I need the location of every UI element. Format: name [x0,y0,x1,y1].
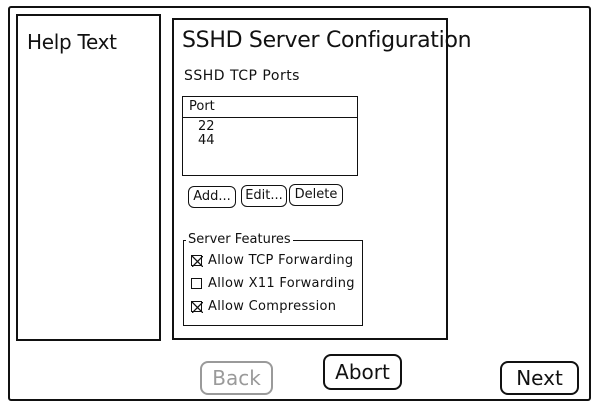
compression-checkbox[interactable] [191,301,203,313]
checked-mark-icon [192,302,203,313]
x11-forwarding-checkbox[interactable] [191,278,202,289]
help-panel: Help Text [16,14,161,341]
ports-list: 22 44 [183,118,357,148]
help-title: Help Text [27,30,117,54]
next-button[interactable]: Next [500,361,579,395]
wizard-window [8,6,591,401]
edit-port-button[interactable]: Edit... [241,185,287,207]
tcp-forwarding-label: Allow TCP Forwarding [208,253,354,268]
tcp-forwarding-checkbox[interactable] [191,255,203,267]
page-title: SSHD Server Configuration [182,28,472,53]
server-features-legend: Server Features [186,232,293,247]
allow-x11-forwarding-option[interactable]: Allow X11 Forwarding [191,276,355,294]
back-button[interactable]: Back [200,361,273,395]
ports-table[interactable]: Port 22 44 [182,96,358,176]
add-port-button[interactable]: Add... [188,186,236,208]
table-row[interactable]: 22 [198,119,215,134]
allow-tcp-forwarding-option[interactable]: Allow TCP Forwarding [191,253,353,271]
abort-button[interactable]: Abort [323,354,402,390]
ports-label: SSHD TCP Ports [184,68,300,84]
delete-port-button[interactable]: Delete [289,184,343,206]
compression-label: Allow Compression [208,299,337,314]
config-panel [172,18,448,340]
table-row[interactable]: 44 [198,133,215,148]
allow-compression-option[interactable]: Allow Compression [191,299,336,317]
checked-mark-icon [192,256,203,267]
x11-forwarding-label: Allow X11 Forwarding [208,276,355,291]
ports-column-header[interactable]: Port [183,97,357,118]
